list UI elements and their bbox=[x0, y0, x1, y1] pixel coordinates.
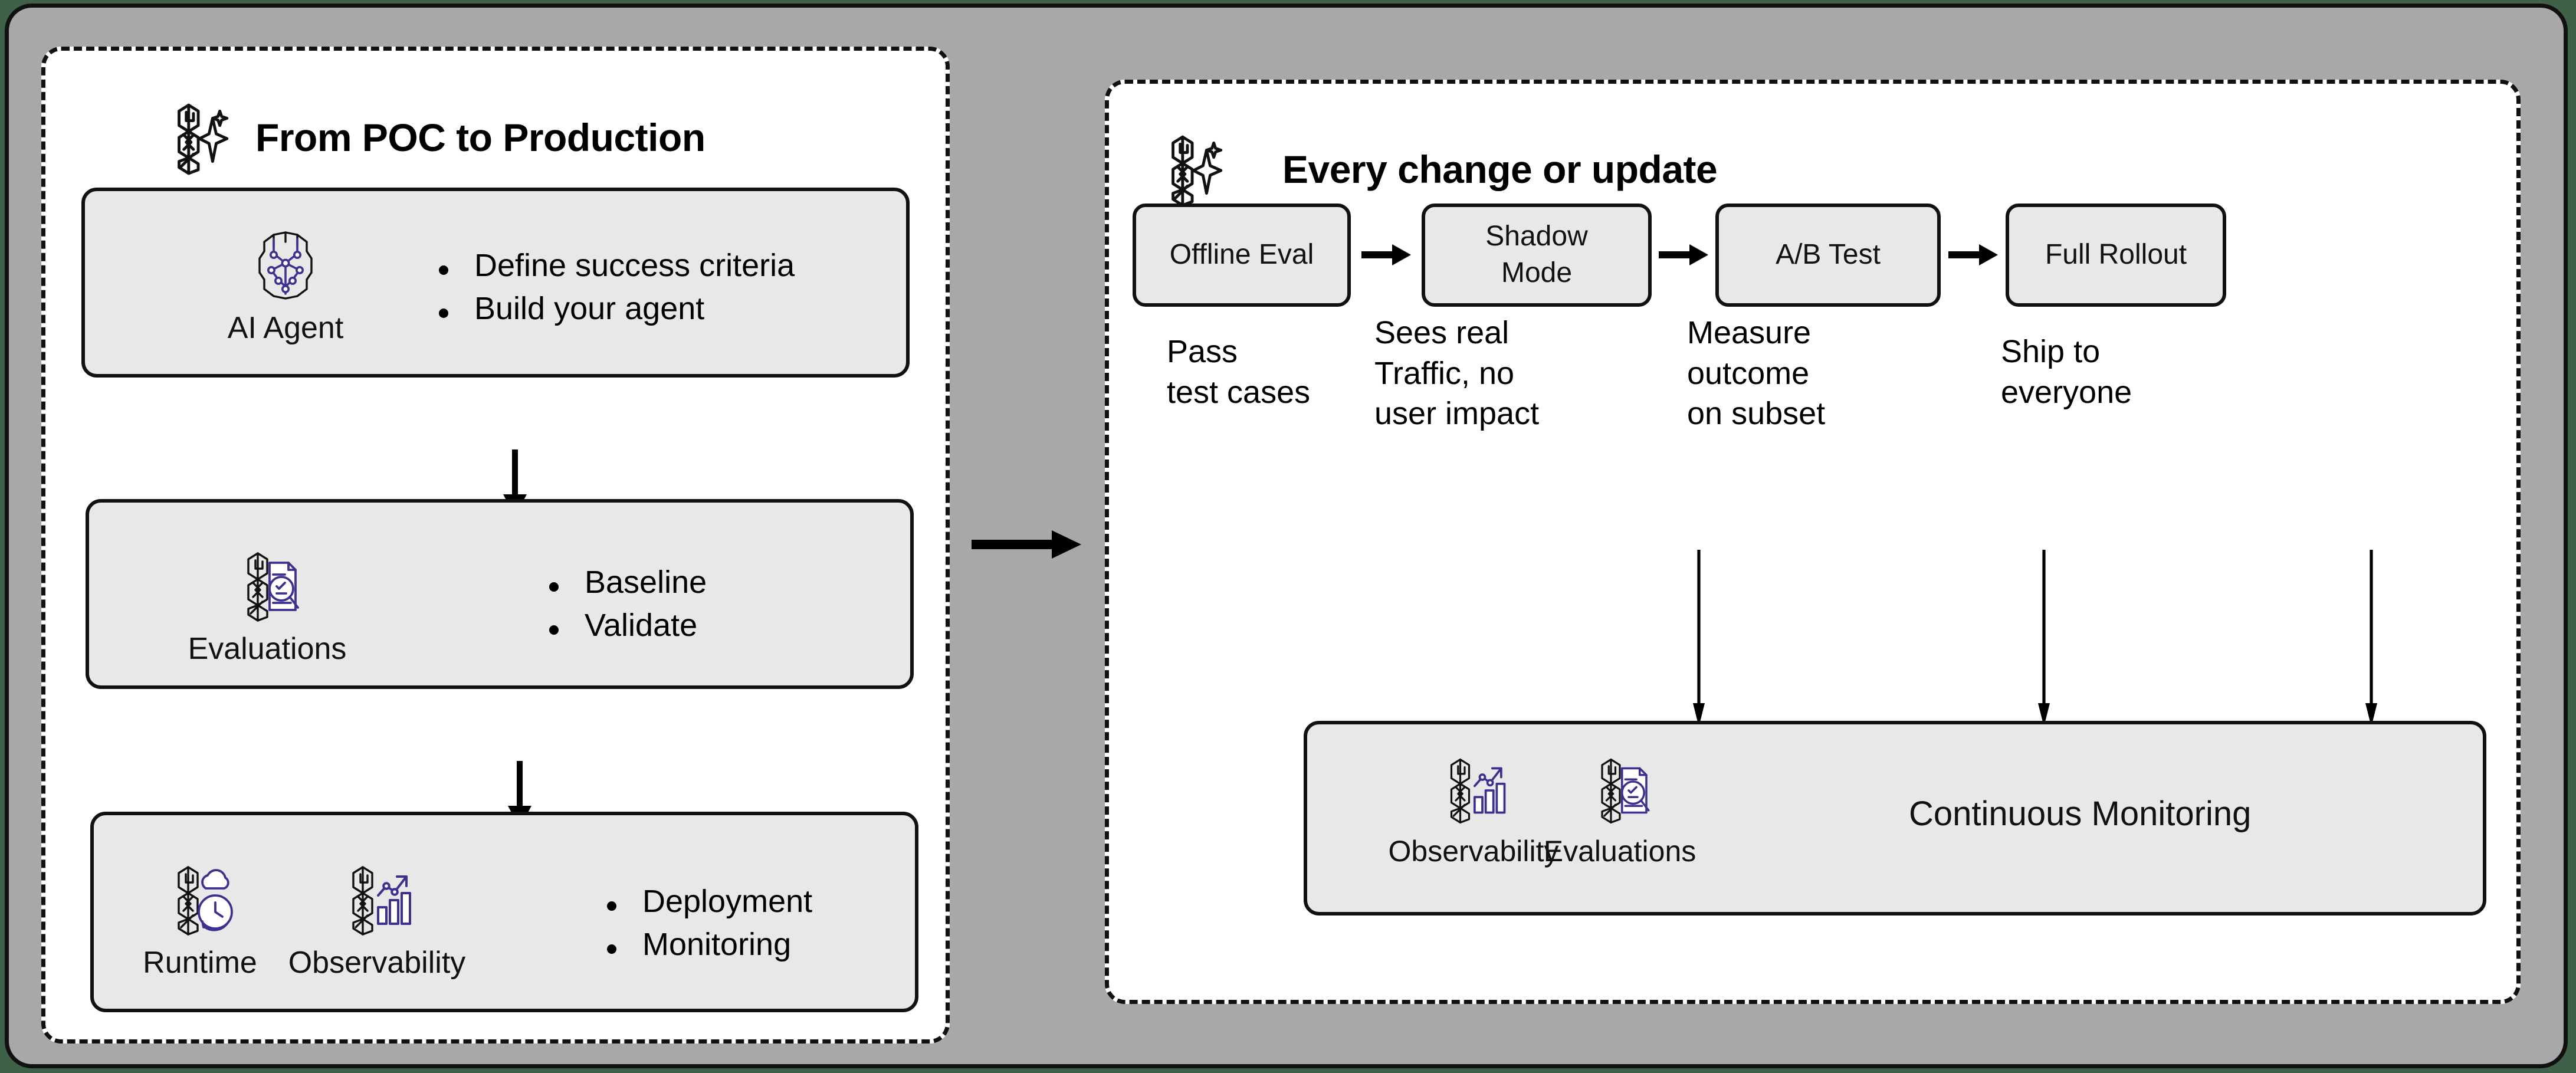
monitor-observability-icon-stack: Observability bbox=[1385, 755, 1562, 868]
evaluations-document-magnifier-icon bbox=[1601, 758, 1650, 823]
bullet-dot-icon bbox=[439, 265, 448, 275]
observability-icon-stack: Observability bbox=[288, 862, 465, 980]
bullet-item: Baseline bbox=[549, 561, 707, 604]
bullet-text: Define success criteria bbox=[474, 247, 795, 283]
step-arrow-slot bbox=[1941, 241, 2006, 269]
observability-barchart-icon bbox=[1450, 758, 1506, 823]
diagram-canvas: From POC to Production bbox=[5, 4, 2568, 1068]
step-box-full-rollout[interactable]: Full Rollout bbox=[2006, 203, 2226, 307]
bullet-dot-icon bbox=[549, 582, 559, 592]
step-caption-full-rollout: Ship to everyone bbox=[2001, 334, 2132, 410]
panel-connector-right-arrow-icon bbox=[972, 530, 1081, 559]
right-arrow-icon bbox=[1659, 244, 1708, 265]
step-arrow-slot bbox=[1652, 241, 1715, 269]
bullet-dot-icon bbox=[607, 944, 616, 954]
bullet-item: Monitoring bbox=[607, 923, 812, 966]
evaluations-icon-stack: Evaluations bbox=[179, 549, 356, 667]
evaluations-label: Evaluations bbox=[188, 632, 347, 666]
ai-agent-bullet-list: Define success criteria Build your agent bbox=[439, 225, 795, 349]
down-arrow-icon bbox=[2038, 550, 2050, 727]
left-panel-title: From POC to Production bbox=[255, 116, 705, 159]
right-arrow-icon bbox=[1361, 244, 1411, 265]
monitor-evaluations-label: Evaluations bbox=[1543, 835, 1696, 868]
bullet-dot-icon bbox=[439, 309, 448, 318]
bullet-item: Define success criteria bbox=[439, 244, 795, 287]
bullet-item: Deployment bbox=[607, 880, 812, 923]
bullet-text: Validate bbox=[585, 608, 698, 643]
bullet-dot-icon bbox=[607, 901, 616, 911]
monitor-evaluations-icon-stack: Evaluations bbox=[1531, 755, 1708, 868]
step-caption-offline-eval: Pass test cases bbox=[1167, 334, 1311, 410]
step-box-ab-test[interactable]: A/B Test bbox=[1715, 203, 1941, 307]
bullet-text: Deployment bbox=[642, 883, 813, 919]
ai-sparkle-logo-icon bbox=[178, 103, 229, 175]
bullet-dot-icon bbox=[549, 625, 559, 635]
runtime-cloud-clock-icon bbox=[178, 866, 233, 936]
step-box-offline-eval[interactable]: Offline Eval bbox=[1133, 203, 1351, 307]
right-arrow-icon bbox=[1948, 244, 1998, 265]
monitor-observability-label: Observability bbox=[1388, 835, 1559, 868]
runtime-icon-stack: Runtime bbox=[111, 862, 288, 980]
ai-agent-brain-icon bbox=[258, 231, 313, 300]
card-ai-agent: AI Agent Define success criteria Build y… bbox=[81, 188, 910, 378]
step-box-shadow-mode[interactable]: Shadow Mode bbox=[1422, 203, 1652, 307]
runtime-label: Runtime bbox=[143, 946, 257, 980]
down-arrow-icon bbox=[2365, 550, 2377, 727]
left-panel-header: From POC to Production bbox=[157, 99, 705, 176]
bullet-item: Build your agent bbox=[439, 287, 795, 330]
step-caption-shadow-mode: Sees real Traffic, no user impact bbox=[1374, 315, 1540, 432]
evaluations-document-magnifier-icon bbox=[247, 552, 299, 622]
observability-barchart-icon bbox=[352, 866, 411, 936]
evaluations-bullet-list: Baseline Validate bbox=[549, 545, 707, 663]
observability-label: Observability bbox=[288, 946, 466, 980]
ai-agent-icon-stack: AI Agent bbox=[197, 228, 374, 346]
panel-from-poc-to-production: From POC to Production bbox=[41, 47, 950, 1044]
panel-every-change-or-update: Every change or update Offline Eval Shad… bbox=[1105, 80, 2521, 1004]
right-panel-title: Every change or update bbox=[1282, 147, 1718, 191]
step-caption-ab-test: Measure outcome on subset bbox=[1687, 315, 1826, 432]
bullet-text: Monitoring bbox=[642, 927, 792, 962]
runtime-bullet-list: Deployment Monitoring bbox=[607, 861, 812, 985]
step-arrow-slot bbox=[1351, 241, 1422, 269]
continuous-monitoring-label: Continuous Monitoring bbox=[1909, 795, 2252, 833]
card-evaluations: Evaluations Baseline Validate bbox=[86, 499, 914, 689]
down-arrow-icon bbox=[1693, 550, 1705, 727]
card-runtime-observability: Runtime bbox=[90, 812, 918, 1012]
bullet-text: Build your agent bbox=[474, 291, 705, 326]
card-continuous-monitoring: Observability bbox=[1304, 721, 2486, 916]
bullet-text: Baseline bbox=[585, 564, 707, 600]
bullet-item: Validate bbox=[549, 604, 707, 647]
pipeline-steps-row: Offline Eval Shadow Mode A/B Test bbox=[1133, 196, 2489, 314]
ai-agent-label: AI Agent bbox=[227, 311, 344, 345]
